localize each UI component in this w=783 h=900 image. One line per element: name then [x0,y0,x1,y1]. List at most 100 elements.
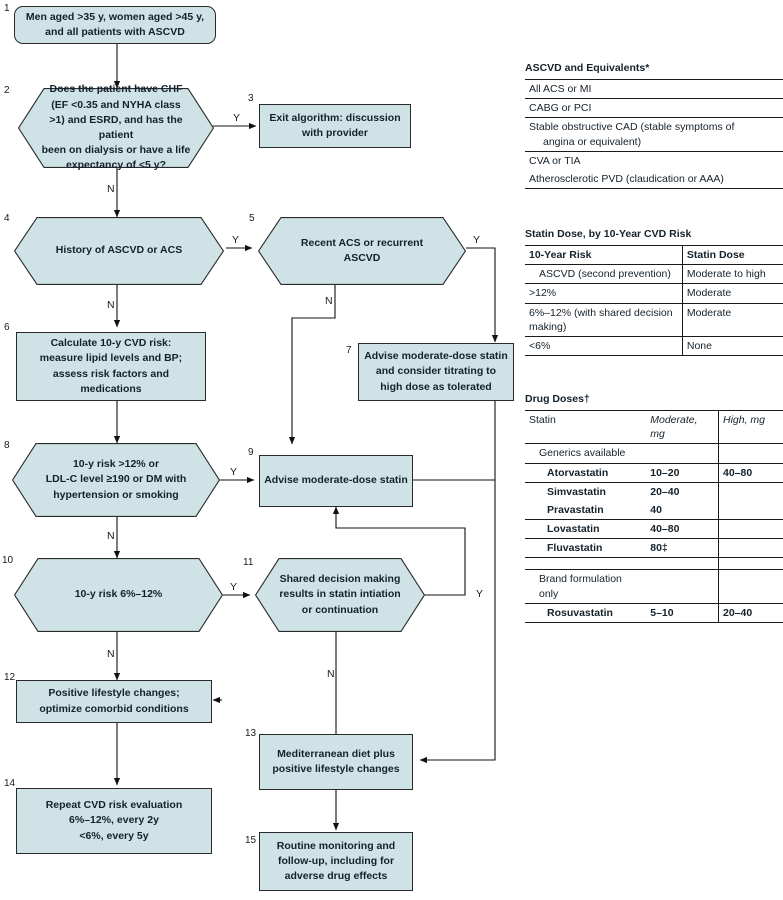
cell-dose: Moderate [686,306,732,319]
node-number-6: 6 [4,322,10,333]
node-12-line-1: Positive lifestyle changes; [48,687,180,700]
node-number-10: 10 [2,555,14,566]
node-1-line-1: Men aged >35 y, women aged >45 y, [25,10,205,23]
node-9-line-1: Advise moderate-dose statin [264,474,408,487]
cell-statin: Generics available [539,447,626,460]
cell-statin: Atorvastatin [547,466,609,479]
branch-label-n10-yes: Y [230,581,238,593]
cell-risk: 6%–12% (with shared decision making) [529,306,673,333]
table-drug-doses-body: Statin Moderate, mg High, mg Generics av… [525,409,783,623]
table-row: Pravastatin 40 [525,500,783,521]
node-8-high-risk[interactable]: 10-y risk >12% or LDL-C level ≥190 or DM… [12,443,220,517]
table-row: Atherosclerotic PVD (claudication or AAA… [525,169,783,190]
cell-text: CABG or PCI [529,102,592,115]
branch-label-n10-no: N [107,648,115,660]
node-11-line-1: Shared decision making [279,573,401,586]
table-row: CVA or TIA [525,150,783,170]
branch-label-n11-no: N [327,668,335,680]
node-number-3: 3 [248,93,254,104]
node-2-line-5: expectancy of <5 y? [65,159,167,172]
cell-text: CVA or TIA [529,154,581,167]
table-row: Atorvastatin 10–20 40–80 [525,462,783,483]
node-8-line-1: 10-y risk >12% or [72,458,160,471]
cell-statin: Pravastatin [547,503,604,516]
node-7-advise-moderate-titrate[interactable]: Advise moderate-dose statin and consider… [358,343,514,401]
table-row: Stable obstructive CAD (stable symptoms … [525,117,783,152]
cell-moderate: 80‡ [650,542,668,555]
node-5-recent-acs[interactable]: Recent ACS or recurrent ASCVD [258,217,466,285]
node-number-14: 14 [4,778,16,789]
node-number-9: 9 [248,447,254,458]
node-7-line-2: and consider titrating to [375,365,497,378]
node-13-line-1: Mediterranean diet plus [277,747,395,760]
node-3-exit-algorithm[interactable]: Exit algorithm: discussion with provider [259,104,411,148]
node-8-line-3: hypertension or smoking [53,488,179,501]
table-ascvd-equivalents-title: ASCVD and Equivalents* [525,62,650,74]
table-statin-dose-body: 10-Year Risk Statin Dose ASCVD (second p… [525,244,783,357]
branch-label-n4-yes: Y [232,234,240,246]
node-4-history-ascvd[interactable]: History of ASCVD or ACS [14,217,224,285]
node-10-risk-6-12[interactable]: 10-y risk 6%–12% [14,558,223,632]
cell-moderate: 40 [650,503,662,516]
table-row: Rosuvastatin 5–10 20–40 [525,602,783,623]
table-header-row: Statin Moderate, mg High, mg [525,409,783,445]
node-12-lifestyle-changes[interactable]: Positive lifestyle changes; optimize com… [16,680,212,723]
cell-high: 20–40 [722,606,753,619]
node-14-line-3: <6%, every 5y [79,829,149,842]
branch-label-n8-yes: Y [230,466,238,478]
cell-moderate: 5–10 [650,606,674,619]
node-13-line-2: positive lifestyle changes [272,763,400,775]
table-row: CABG or PCI [525,98,783,118]
cell-dose: None [686,339,712,352]
col-header-dose: Statin Dose [686,249,745,261]
node-15-routine-monitoring[interactable]: Routine monitoring and follow-up, includ… [259,832,413,891]
node-2-line-1: Does the patient have CHF [49,83,183,96]
node-11-line-3: or continuation [301,603,379,616]
node-5-line-2: ASCVD [343,252,381,264]
branch-label-n11-yes: Y [476,588,484,600]
table-drug-doses: Drug Doses† Statin Moderate, mg High, mg… [525,393,783,623]
cell-risk: >12% [529,287,557,300]
node-6-line-4: medications [80,382,142,395]
node-number-4: 4 [4,213,10,224]
branch-label-n5-yes: Y [473,234,481,246]
table-row: Lovastatin 40–80 [525,519,783,540]
node-14-line-2: 6%–12%, every 2y [69,814,159,827]
node-3-line-1: Exit algorithm: discussion [269,111,401,124]
node-number-5: 5 [249,213,255,224]
node-number-7: 7 [346,345,352,356]
node-6-line-3: assess risk factors and [52,367,170,380]
cell-statin: Lovastatin [547,523,600,536]
cell-text: Atherosclerotic PVD (claudication or AAA… [529,172,724,185]
node-4-line-1: History of ASCVD or ACS [55,244,183,257]
node-7-line-1: Advise moderate-dose statin [364,350,508,363]
node-3-line-2: with provider [302,127,368,139]
node-number-13: 13 [245,728,257,739]
node-2-chf-esrd[interactable]: Does the patient have CHF (EF <0.35 and … [18,83,214,172]
node-9-advise-moderate-statin[interactable]: Advise moderate-dose statin [259,455,413,507]
node-11-shared-decision[interactable]: Shared decision making results in statin… [255,558,425,632]
node-13-mediterranean-diet[interactable]: Mediterranean diet plus positive lifesty… [259,734,413,790]
cell-statin: Rosuvastatin [547,606,613,619]
node-number-2: 2 [4,85,10,96]
table-row: Simvastatin 20–40 [525,481,783,501]
node-number-1: 1 [4,3,10,14]
node-1-population[interactable]: Men aged >35 y, women aged >45 y, and al… [14,6,216,44]
cell-risk: ASCVD (second prevention) [539,268,671,281]
node-number-15: 15 [245,835,257,846]
cell-statin: Simvastatin [547,485,606,498]
table-row: Generics available [525,443,783,464]
table-row: 6%–12% (with shared decision making) Mod… [525,302,783,337]
cell-statin: Fluvastatin [547,542,603,555]
col-header-high: High, mg [722,414,765,426]
branch-label-n8-no: N [107,530,115,542]
node-12-line-2: optimize comorbid conditions [39,702,189,715]
node-14-repeat-evaluation[interactable]: Repeat CVD risk evaluation 6%–12%, every… [16,788,212,854]
cell-dose: Moderate [686,287,732,300]
cell-moderate: 10–20 [650,466,680,479]
node-6-calculate-risk[interactable]: Calculate 10-y CVD risk: measure lipid l… [16,332,206,401]
table-row: All ACS or MI [525,78,783,99]
table-row-spacer [525,557,783,571]
table-ascvd-equivalents-body: All ACS or MI CABG or PCI Stable obstruc… [525,78,783,190]
table-drug-doses-title: Drug Doses† [525,393,590,405]
